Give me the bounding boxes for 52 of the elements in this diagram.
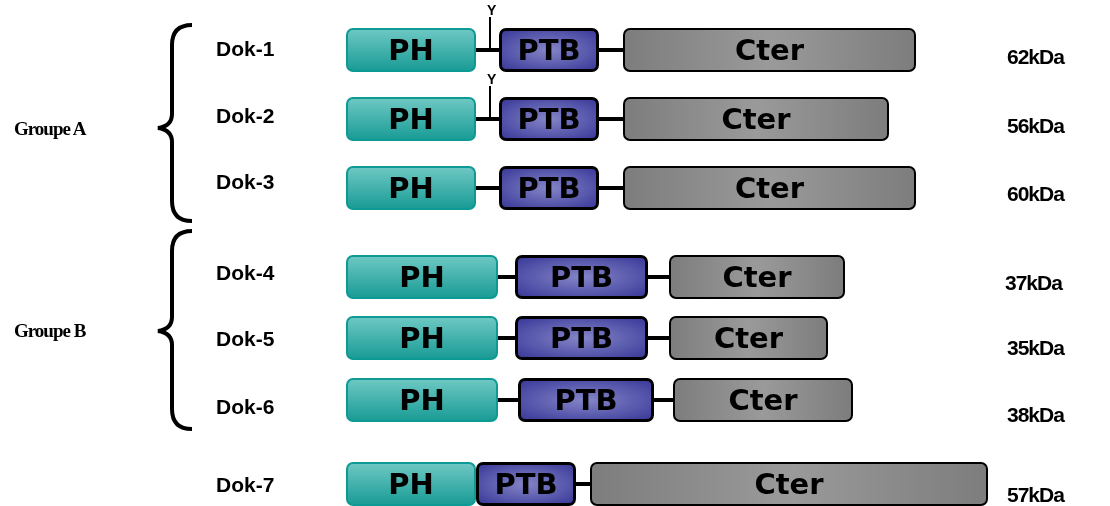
molecular-weight: 62kDa (1007, 45, 1064, 67)
linker-line (599, 117, 623, 121)
ptb-domain: PTB (499, 28, 599, 72)
protein-name: Dok-6 (216, 395, 275, 417)
protein-name: Dok-7 (216, 473, 275, 495)
protein-name: Dok-1 (216, 37, 275, 59)
ph-domain: PH (346, 316, 498, 360)
ptb-domain: PTB (476, 462, 576, 506)
molecular-weight: 37kDa (1005, 271, 1062, 293)
linker-line (498, 336, 515, 340)
molecular-weight: 57kDa (1007, 483, 1064, 505)
cter-domain: Cter (669, 255, 845, 299)
tyrosine-label: Y (487, 3, 497, 17)
protein-name: Dok-2 (216, 104, 275, 126)
cter-domain: Cter (623, 28, 916, 72)
ph-domain: PH (346, 462, 476, 506)
cter-domain: Cter (623, 97, 889, 141)
molecular-weight: 56kDa (1007, 114, 1064, 136)
ptb-domain: PTB (499, 166, 599, 210)
ptb-domain: PTB (515, 255, 648, 299)
linker-line (654, 398, 673, 402)
linker-line (498, 275, 515, 279)
linker-line (648, 336, 669, 340)
linker-line (599, 186, 623, 190)
molecular-weight: 35kDa (1007, 336, 1064, 358)
linker-line (576, 482, 590, 486)
ptb-domain: PTB (515, 316, 648, 360)
protein-name: Dok-3 (216, 170, 275, 192)
ptb-domain: PTB (499, 97, 599, 141)
protein-name: Dok-5 (216, 327, 275, 349)
linker-line (599, 48, 623, 52)
linker-line (498, 398, 518, 402)
protein-name: Dok-4 (216, 261, 275, 283)
ph-domain: PH (346, 378, 498, 422)
ph-domain: PH (346, 255, 498, 299)
ph-domain: PH (346, 97, 476, 141)
cter-domain: Cter (590, 462, 988, 506)
cter-domain: Cter (623, 166, 916, 210)
molecular-weight: 38kDa (1007, 403, 1064, 425)
group-label: Groupe B (14, 320, 86, 340)
cter-domain: Cter (669, 316, 828, 360)
cter-domain: Cter (673, 378, 853, 422)
molecular-weight: 60kDa (1007, 182, 1064, 204)
linker-line (476, 117, 499, 121)
linker-line (476, 186, 499, 190)
tyrosine-label: Y (487, 72, 497, 86)
ph-domain: PH (346, 28, 476, 72)
linker-line (648, 275, 669, 279)
ph-domain: PH (346, 166, 476, 210)
group-label: Groupe A (14, 118, 86, 138)
ptb-domain: PTB (518, 378, 654, 422)
linker-line (476, 48, 499, 52)
